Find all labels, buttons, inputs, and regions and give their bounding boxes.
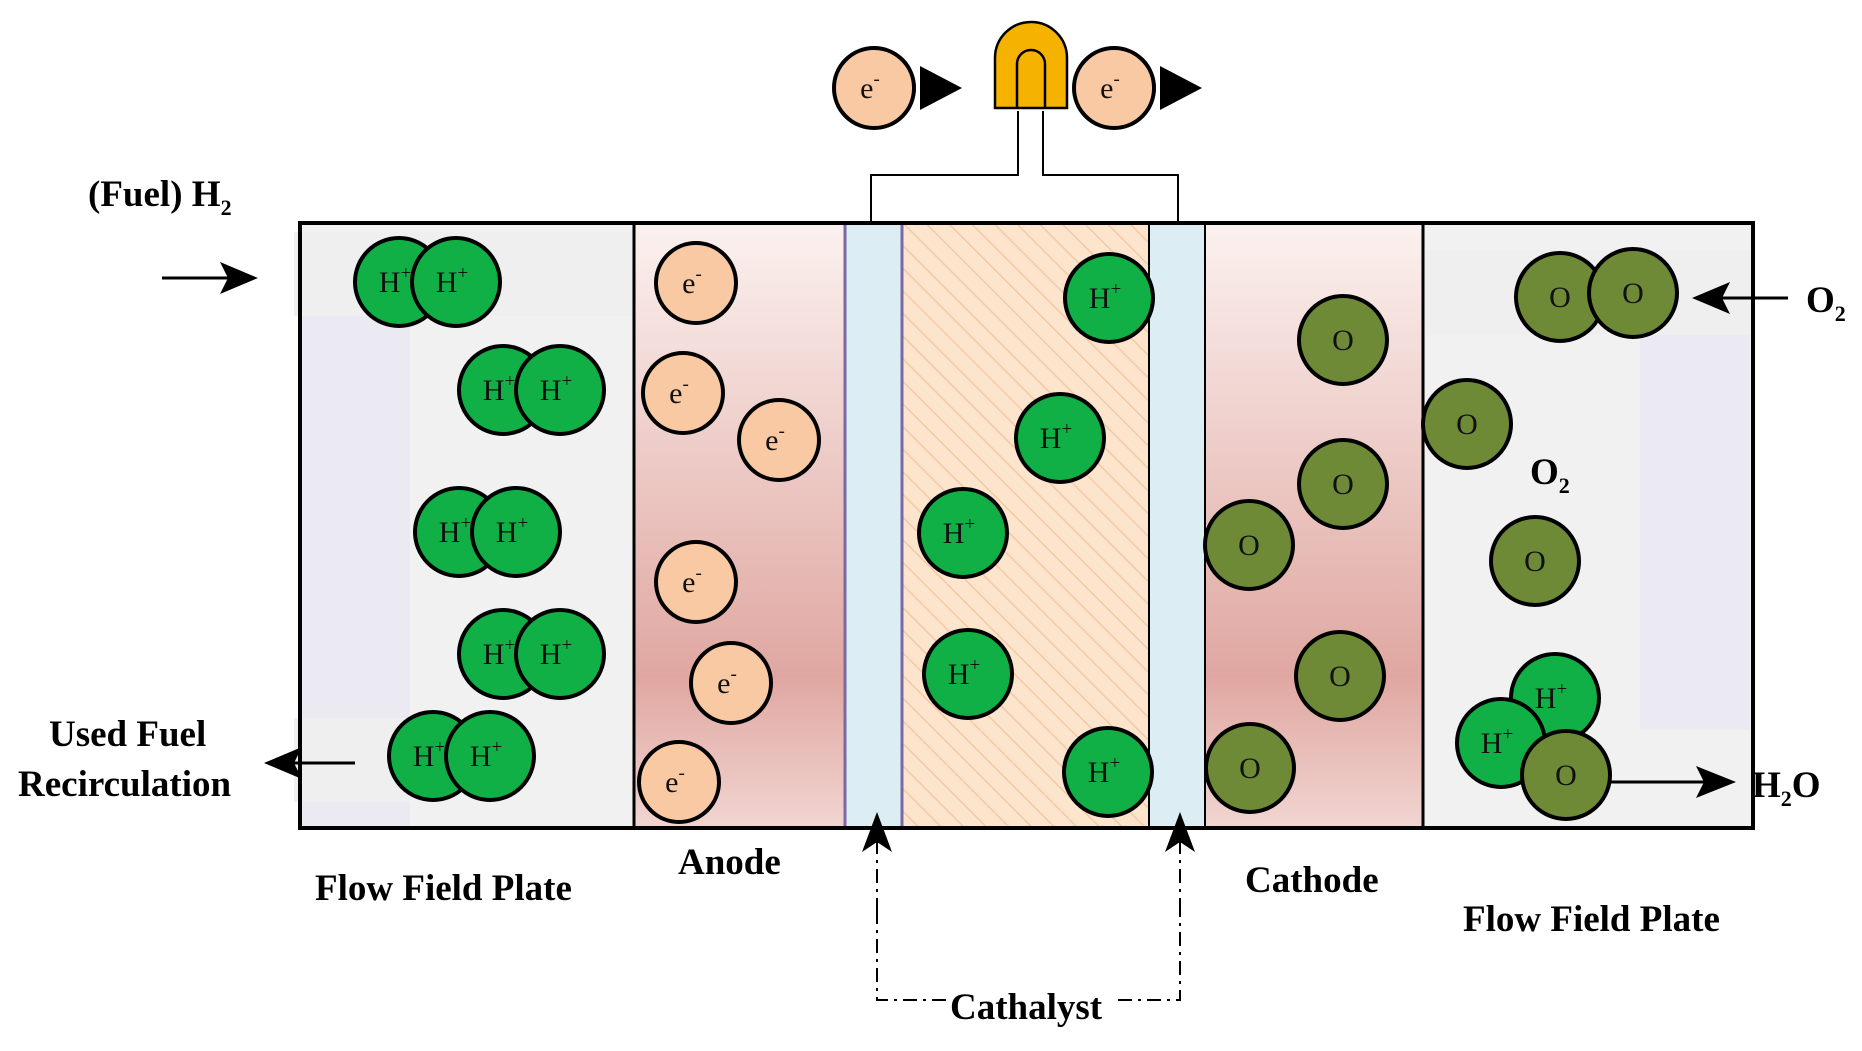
proton-particle: H+ [922, 628, 1014, 720]
svg-text:H+: H+ [439, 513, 471, 549]
electron-particle: e- [654, 540, 738, 624]
oxygen-particle: O [1587, 247, 1679, 339]
svg-text:H+: H+ [540, 635, 572, 671]
catalyst-arrow-left-icon [862, 812, 892, 852]
proton-particle: H+ [917, 487, 1009, 579]
proton-particle: H+ [514, 344, 606, 436]
oxygen-particle: O [1294, 630, 1386, 722]
fuel-in-arrow-icon [220, 262, 258, 294]
svg-text:H+: H+ [413, 737, 445, 773]
svg-text:e-: e- [860, 69, 880, 105]
svg-text:O: O [1239, 752, 1261, 785]
used-fuel-arrow-icon [264, 747, 302, 779]
svg-text:O: O [1549, 281, 1571, 314]
svg-text:O: O [1456, 408, 1478, 441]
flow-arrows [162, 262, 1788, 798]
svg-text:H+: H+ [379, 263, 411, 299]
oxygen-particle: O [1421, 378, 1513, 470]
svg-text:e-: e- [682, 264, 702, 300]
o2-in-arrow-icon [1692, 282, 1730, 314]
svg-text:H+: H+ [1535, 679, 1567, 715]
svg-text:e-: e- [682, 563, 702, 599]
svg-text:O: O [1332, 468, 1354, 501]
oxygen-particle: O [1204, 722, 1296, 814]
electron-particle: e- [737, 398, 821, 482]
svg-text:e-: e- [1100, 69, 1120, 105]
catalyst-callout [862, 812, 1195, 1001]
svg-text:H+: H+ [470, 737, 502, 773]
oxygen-particle: O [1514, 251, 1606, 343]
svg-text:e-: e- [665, 763, 685, 799]
svg-text:O: O [1329, 660, 1351, 693]
anode-label: Anode [678, 842, 781, 883]
proton-particle: H+ [514, 608, 606, 700]
proton-particle: H+ [1062, 726, 1154, 818]
catalyst-label: Cathalyst [950, 987, 1103, 1028]
used-fuel-label-line2: Recirculation [18, 764, 231, 805]
external-circuit [870, 111, 1179, 223]
proton-particle: H+ [470, 486, 562, 578]
cell-frame [298, 221, 1755, 830]
cathode-label: Cathode [1245, 860, 1379, 901]
svg-text:H+: H+ [483, 371, 515, 407]
svg-text:e-: e- [765, 421, 785, 457]
fuel-in-label: (Fuel) H2 [88, 174, 232, 220]
svg-text:H+: H+ [1040, 419, 1072, 455]
svg-text:H+: H+ [436, 263, 468, 299]
catalyst-arrow-right-icon [1165, 812, 1195, 852]
bulb-icon [993, 20, 1069, 110]
svg-text:O: O [1238, 529, 1260, 562]
h2o-out-arrow-icon [1696, 766, 1736, 798]
svg-text:H+: H+ [948, 655, 980, 691]
svg-text:O: O [1555, 759, 1577, 792]
electron-particle: e- [637, 740, 721, 824]
catalyst-layer-anode [843, 221, 904, 830]
oxygen-particle: O [1520, 729, 1612, 821]
oxygen-particle: O [1297, 294, 1389, 386]
proton-particle: H+ [1014, 392, 1106, 484]
svg-text:H+: H+ [483, 635, 515, 671]
proton-particle: H+ [410, 236, 502, 328]
o2-mid-label: O2 [1530, 452, 1570, 498]
svg-text:e-: e- [669, 374, 689, 410]
anode-region [634, 223, 844, 828]
svg-text:O: O [1332, 324, 1354, 357]
electron-particle: e- [832, 46, 916, 130]
used-fuel-label-line1: Used Fuel [49, 714, 206, 755]
svg-text:O: O [1622, 277, 1644, 310]
o2-in-label: O2 [1806, 280, 1846, 326]
electron-particle: e- [641, 351, 725, 435]
h2o-label: H2O [1752, 765, 1821, 811]
svg-text:e-: e- [717, 664, 737, 700]
electron-flow-arrow-icon [920, 66, 962, 110]
oxygen-particle: O [1489, 515, 1581, 607]
flow-field-plate-left-label: Flow Field Plate [315, 868, 572, 909]
catalyst-layer-cathode [1148, 222, 1206, 829]
proton-particle: H+ [444, 710, 536, 802]
proton-particle: H+ [1063, 252, 1155, 344]
oxygen-particle: O [1203, 499, 1295, 591]
svg-text:O: O [1524, 545, 1546, 578]
electron-particle: e- [654, 241, 738, 325]
svg-text:H+: H+ [540, 371, 572, 407]
svg-text:H+: H+ [496, 513, 528, 549]
svg-text:H+: H+ [1088, 753, 1120, 789]
svg-text:H+: H+ [943, 514, 975, 550]
flow-field-plate-right-label: Flow Field Plate [1463, 899, 1720, 940]
oxygen-particle: O [1297, 438, 1389, 530]
svg-text:H+: H+ [1481, 724, 1513, 760]
electron-particle: e- [1072, 46, 1156, 130]
svg-text:H+: H+ [1089, 279, 1121, 315]
electron-flow-arrow-icon [1160, 66, 1202, 110]
particles-layer: H+ H+ H+ H+ H+ H+ H+ H+ H+ H+ e-e-e-e-e-e-e-e- H+ H+… [353, 46, 1679, 824]
electron-particle: e- [689, 641, 773, 725]
